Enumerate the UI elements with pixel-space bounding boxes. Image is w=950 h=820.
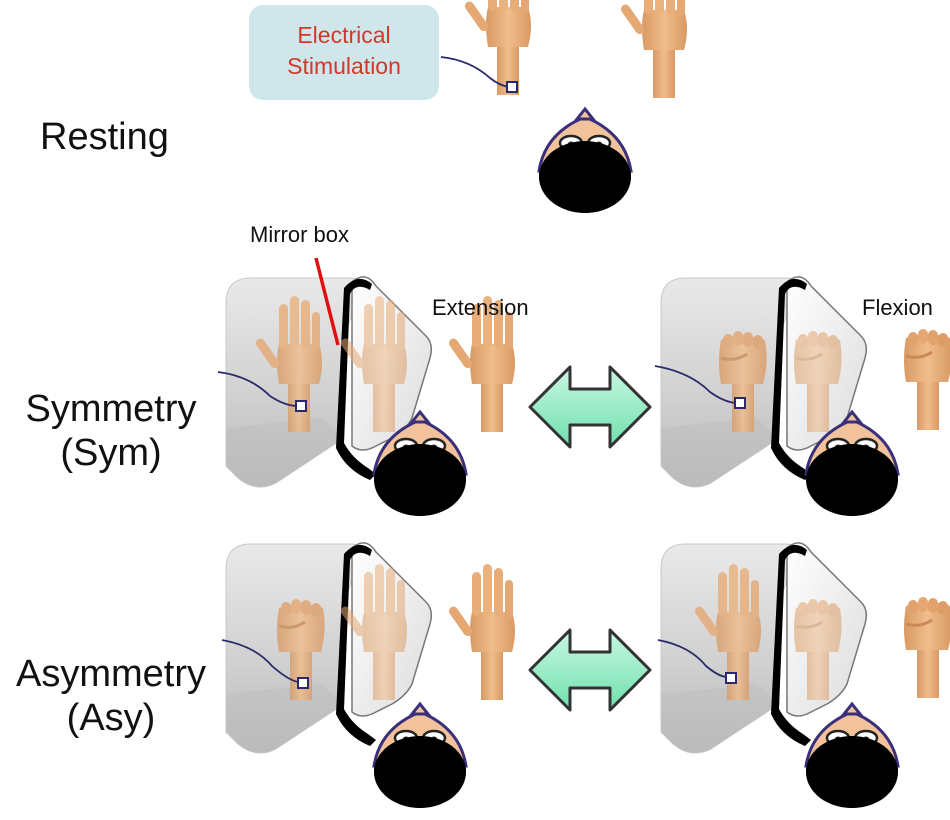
asy-head-1 <box>372 702 468 810</box>
mirror-box-label: Mirror box <box>250 222 350 247</box>
stimulation-label-line1: Electrical <box>297 22 391 48</box>
symmetry-label-line1: Symmetry <box>25 388 197 430</box>
flexion-label: Flexion <box>862 295 933 320</box>
stimulation-callout-box <box>249 5 439 100</box>
sym-visible-fist-2 <box>902 327 950 432</box>
symmetry-label-line2: (Sym) <box>60 432 162 474</box>
resting-electrode <box>440 56 518 93</box>
resting-head <box>537 107 633 215</box>
asy-visible-hand-1 <box>447 564 515 700</box>
sym-electrode-2 <box>654 365 746 409</box>
asy-electrode-2 <box>657 639 737 684</box>
stimulation-label-line2: Stimulation <box>287 53 401 79</box>
mirror-box-pointer <box>314 257 340 346</box>
stimulation-callout-text: Electrical Stimulation <box>249 20 439 82</box>
sym-electrode-1 <box>217 371 307 412</box>
asy-head-2 <box>804 702 900 810</box>
asymmetry-label: Asymmetry (Asy) <box>0 652 222 740</box>
resting-left-hand <box>463 0 531 95</box>
asymmetry-label-line1: Asymmetry <box>16 653 206 695</box>
asymmetry-label-line2: (Asy) <box>66 697 156 739</box>
sym-double-arrow[interactable] <box>528 365 652 449</box>
asy-visible-fist-2 <box>902 595 950 700</box>
resting-right-hand <box>619 0 687 98</box>
resting-label: Resting <box>40 116 169 158</box>
symmetry-label: Symmetry (Sym) <box>6 387 216 475</box>
asy-double-arrow[interactable] <box>528 628 652 712</box>
extension-label: Extension <box>432 295 529 320</box>
asy-electrode-1 <box>221 639 309 689</box>
